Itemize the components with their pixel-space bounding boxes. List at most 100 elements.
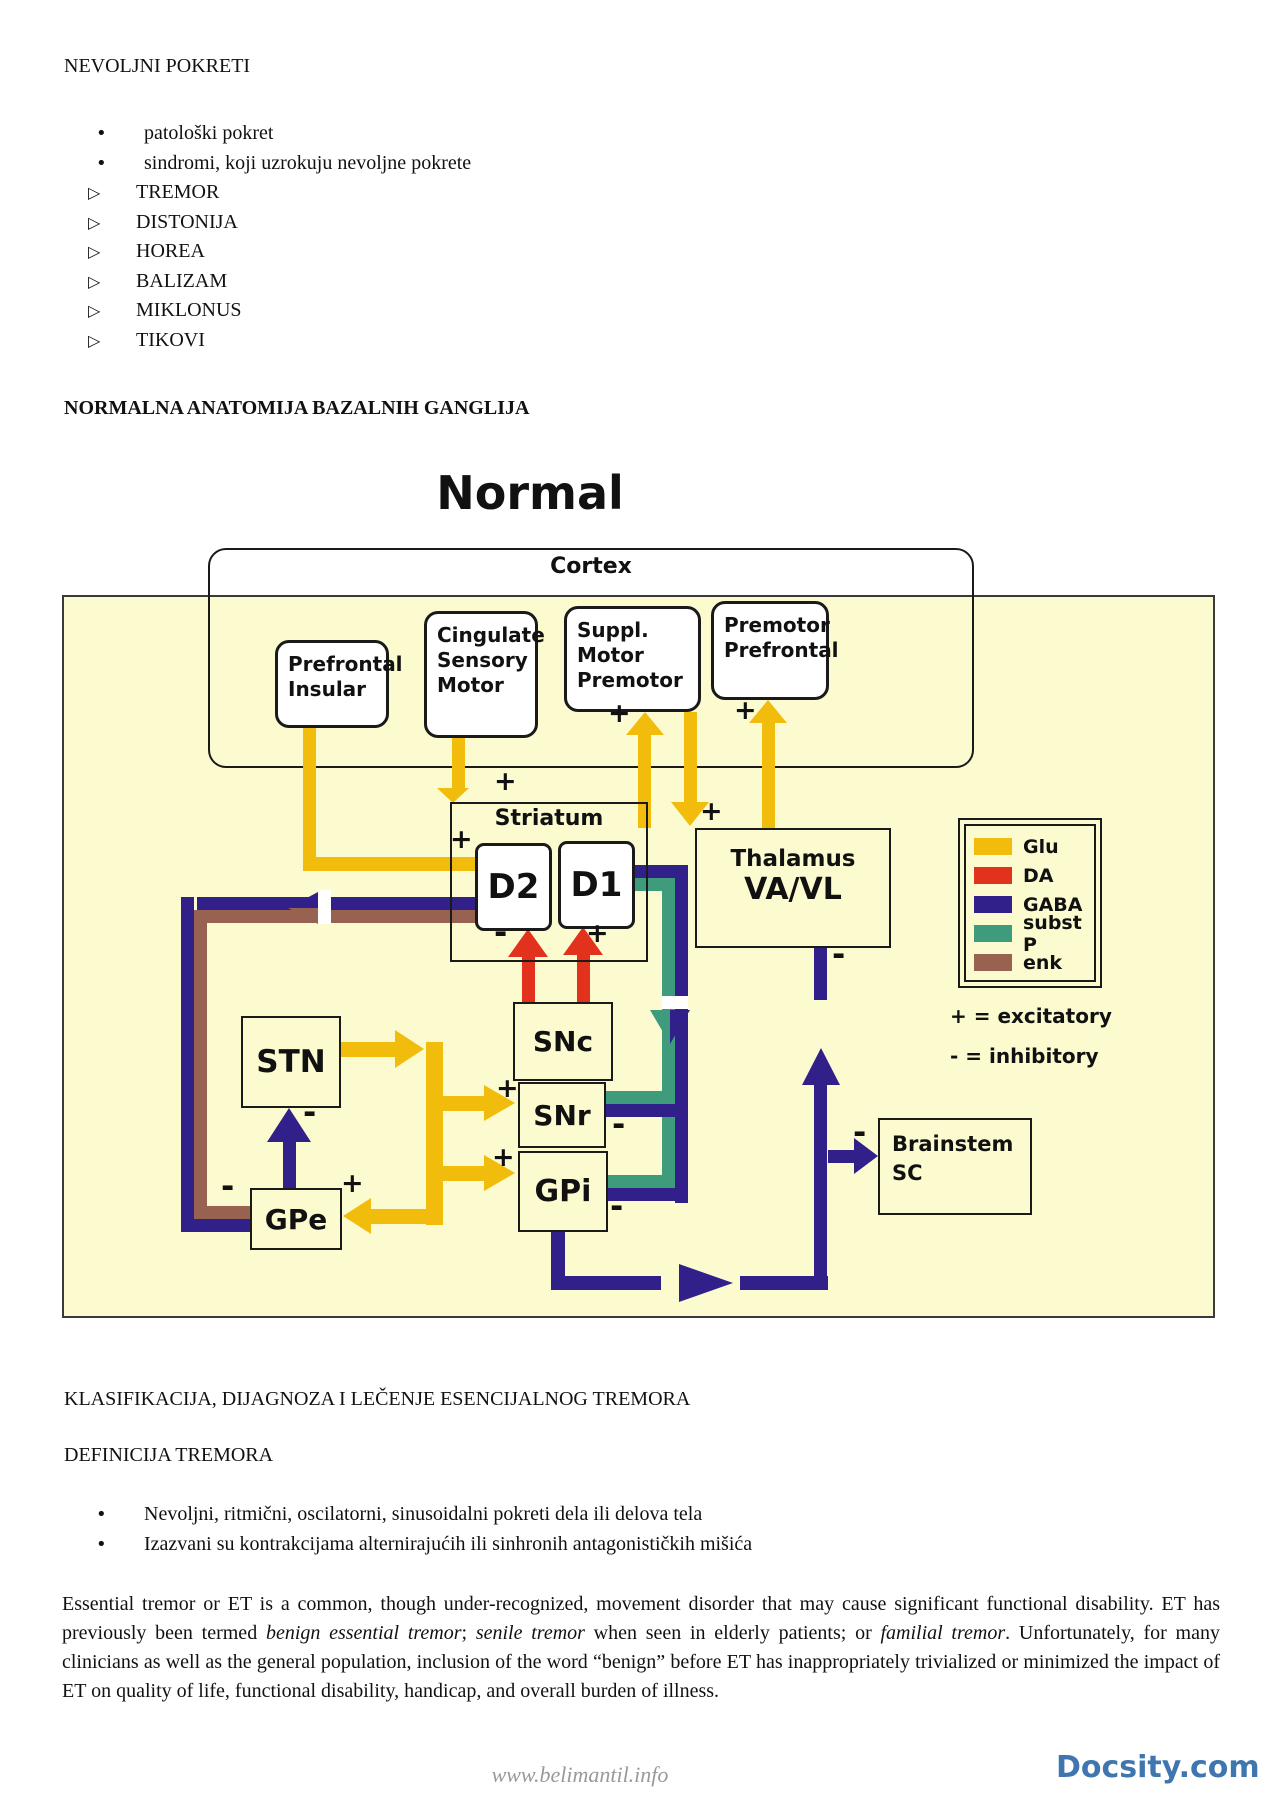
- excitatory-note: + = excitatory: [950, 1004, 1112, 1028]
- enk-arrowhead-left: [288, 908, 318, 924]
- cortex-label: Cortex: [550, 554, 632, 579]
- triangle-bullet-icon: ▷: [88, 212, 101, 232]
- symptom-list: •patološki pokret •sindromi, koji uzroku…: [88, 119, 471, 355]
- box-label: Prefrontal: [288, 652, 403, 676]
- paragraph-text: . Unfortunately, for many clinicians as …: [62, 1622, 1220, 1702]
- box-label: Premotor: [577, 668, 683, 692]
- list-item: •Nevoljni, ritmični, oscilatorni, sinuso…: [88, 1499, 752, 1529]
- substp-branch-gpi: [608, 1175, 662, 1188]
- plus-sign: +: [341, 1168, 364, 1199]
- gpe-box: GPe: [250, 1188, 342, 1250]
- page-title: NEVOLJNI POKRETI: [64, 55, 251, 77]
- bullet-icon: •: [96, 1503, 107, 1525]
- gaba-arrowhead-left: [288, 892, 318, 908]
- footer-site-link[interactable]: www.belimantil.info: [491, 1762, 669, 1787]
- legend-item: GABA: [968, 890, 1092, 919]
- list-item-label: MIKLONUS: [136, 299, 242, 322]
- inhibitory-note: - = inhibitory: [950, 1044, 1099, 1068]
- da-arrowhead-into-d1: [563, 927, 603, 955]
- gaba-arrowhead-bottom-right: [679, 1264, 733, 1302]
- suppl-motor-premotor-box: Suppl. Motor Premotor: [564, 606, 701, 712]
- thalamus-box: Thalamus VA/VL: [695, 828, 891, 948]
- da-arrow-snc-to-d1: [577, 954, 590, 1004]
- legend-label: DA: [1023, 864, 1054, 887]
- cortex-box: [208, 548, 974, 768]
- glu-arrowhead-into-gpe: [343, 1198, 371, 1234]
- substp-arrowhead-down: [650, 1010, 670, 1044]
- glu-arrow-stn-out: [341, 1042, 395, 1057]
- gaba-line-into-gpe: [181, 1219, 252, 1232]
- enk-color-swatch: [974, 954, 1012, 971]
- bullet-icon: •: [96, 123, 107, 145]
- triangle-bullet-icon: ▷: [88, 330, 101, 350]
- triangle-bullet-icon: ▷: [88, 271, 101, 291]
- d1-box: D1: [558, 841, 635, 929]
- enk-line-d2-left: [197, 910, 477, 923]
- plus-sign: +: [586, 918, 609, 949]
- plus-sign: +: [492, 1142, 515, 1173]
- bullet-icon: •: [96, 1533, 107, 1555]
- prefrontal-insular-box: Prefrontal Insular: [275, 640, 403, 728]
- arrow-gap: [318, 890, 331, 924]
- paragraph-italic: familial tremor: [880, 1622, 1006, 1644]
- list-item-label: TREMOR: [136, 181, 220, 204]
- minus-sign: -: [853, 1113, 867, 1151]
- list-item-label: HOREA: [136, 240, 205, 263]
- legend-label: subst P: [1023, 911, 1082, 956]
- thalamus-label: Thalamus: [730, 846, 856, 872]
- snc-box: SNc: [513, 1002, 613, 1081]
- triangle-bullet-icon: ▷: [88, 242, 101, 262]
- docsity-logo[interactable]: Docsity.com: [1056, 1750, 1260, 1785]
- plus-sign: +: [734, 695, 757, 726]
- list-item: ▷TIKOVI: [88, 326, 471, 356]
- gaba-branch-gpi: [608, 1188, 688, 1201]
- arrow-gap: [662, 996, 688, 1009]
- glu-arrowhead-into-gpi: [484, 1155, 515, 1191]
- gaba-color-swatch: [974, 896, 1012, 913]
- minus-sign: -: [494, 913, 508, 951]
- box-label: Sensory: [437, 648, 528, 672]
- box-label: Premotor: [724, 613, 830, 637]
- legend-item: Glu: [968, 832, 1092, 861]
- list-item: ▷TREMOR: [88, 178, 471, 208]
- minus-sign: -: [832, 935, 846, 973]
- box-label: Brainstem: [892, 1132, 1014, 1156]
- legend-label: Glu: [1023, 835, 1059, 858]
- legend-item: enk: [968, 948, 1092, 977]
- minus-sign: -: [610, 1187, 624, 1225]
- substp-branch-snr: [606, 1091, 662, 1104]
- glu-branch-snr: [443, 1096, 484, 1111]
- glu-arrow-suppl-to-thalamus: [684, 712, 697, 804]
- glu-branch-gpe: [371, 1209, 443, 1224]
- paragraph-text: when seen in elderly patients; or: [584, 1622, 881, 1644]
- striatum-box: [450, 802, 648, 962]
- stn-box: STN: [241, 1016, 341, 1108]
- d2-box: D2: [475, 843, 552, 931]
- gaba-line-d2-left: [197, 897, 477, 910]
- list-item: ▷ HOREA: [88, 237, 471, 267]
- gaba-arrowhead-into-stn: [267, 1108, 311, 1142]
- minus-sign: -: [221, 1167, 235, 1205]
- list-item: ▷BALIZAM: [88, 267, 471, 297]
- box-label: Insular: [288, 677, 367, 701]
- brainstem-sc-box: Brainstem SC: [878, 1118, 1032, 1215]
- legend-item: DA: [968, 861, 1092, 890]
- substp-color-swatch: [974, 925, 1012, 942]
- paragraph-text: Essential tremor or ET is a common, thou…: [62, 1593, 1220, 1644]
- list-item: ▷ DISTONIJA: [88, 208, 471, 238]
- paragraph-italic: senile tremor: [475, 1622, 585, 1644]
- gaba-line-vertical-left: [181, 897, 194, 1232]
- list-item-label: Izazvani su kontrakcijama alternirajućih…: [144, 1532, 753, 1555]
- enk-line-into-gpe: [194, 1206, 252, 1219]
- gaba-line-bottom: [551, 1276, 661, 1290]
- gaba-line-bottom-2: [740, 1276, 828, 1290]
- list-item-label: DISTONIJA: [136, 210, 238, 233]
- paragraph-italic: benign essential tremor: [265, 1622, 462, 1644]
- gaba-branch-brainstem: [828, 1150, 854, 1163]
- list-item-label: sindromi, koji uzrokuju nevoljne pokrete: [144, 151, 472, 174]
- da-color-swatch: [974, 867, 1012, 884]
- enk-line-vertical-left: [194, 910, 207, 1219]
- list-item: ▷MIKLONUS: [88, 296, 471, 326]
- box-label: Prefrontal: [724, 638, 839, 662]
